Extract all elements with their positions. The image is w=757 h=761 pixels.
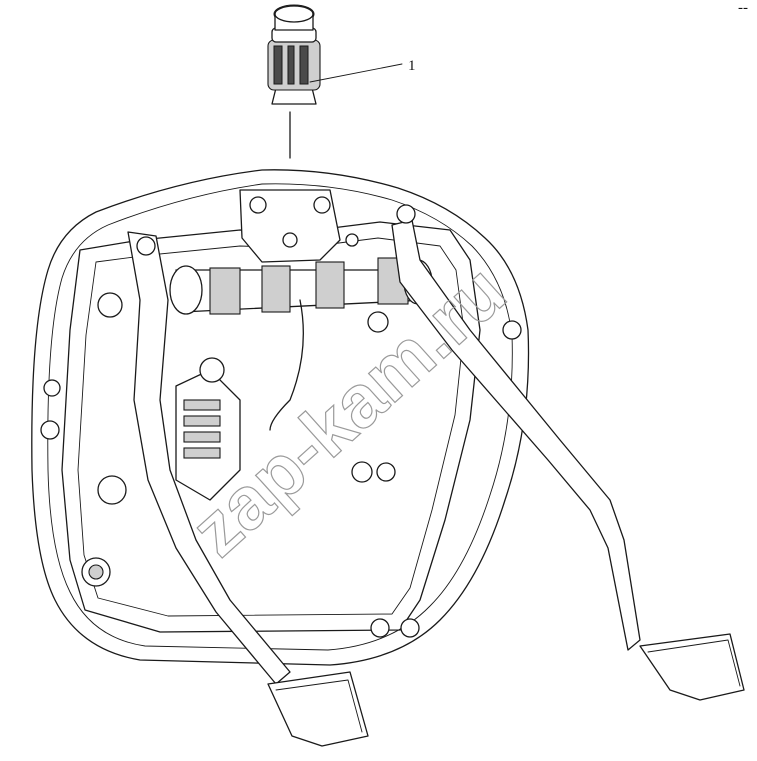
right-pedal-pad-edge [647,639,741,687]
bolt [351,461,373,483]
right-pedal-pad [639,633,745,701]
left-pedal-lever [97,231,291,685]
corner-mark: ‐‐ [738,0,748,16]
bolt [40,420,60,440]
bolt-hole [345,233,359,247]
bolt [43,379,61,397]
clutch-cylinder [97,357,241,505]
bolt [376,462,396,482]
bolt [249,196,267,214]
callout-leader [309,63,403,83]
bolt-hole [282,232,298,248]
pedal-switch [267,4,321,159]
spring-rod [269,299,304,431]
mounting-plate-inner-edge [47,183,513,651]
bushing-inner [88,564,104,580]
pedal-shaft [169,257,433,315]
callout-number-1: 1 [408,58,416,74]
right-pedal-lever [367,204,641,651]
bolt [370,618,390,638]
left-pedal-pad-edge [275,679,363,733]
bolt [313,196,331,214]
left-pedal-pad [267,671,369,747]
bolt [400,618,420,638]
